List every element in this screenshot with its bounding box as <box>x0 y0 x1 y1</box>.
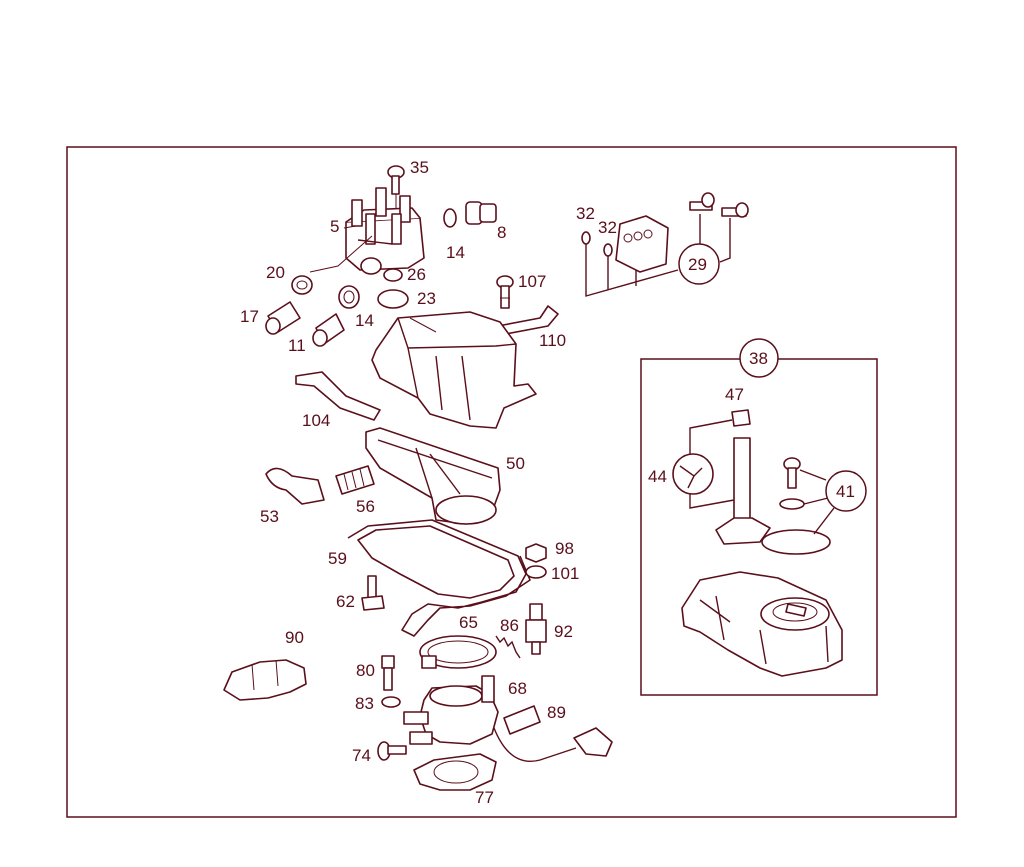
part-17-nozzle <box>265 301 301 335</box>
part-98-nut <box>525 543 547 563</box>
callout-80: 80 <box>356 661 375 680</box>
part-44-shaft <box>715 437 771 545</box>
part-11-nozzle <box>312 313 345 347</box>
callout-50: 50 <box>506 454 525 473</box>
part-90-clip <box>223 659 307 701</box>
part-107-bolt <box>496 275 514 309</box>
part-80-bolt <box>381 655 395 691</box>
part-8-fitting <box>465 201 497 225</box>
callout-56: 56 <box>356 497 375 516</box>
callout-circle-29 <box>678 243 720 285</box>
callout-107: 107 <box>518 272 546 291</box>
part-20-seal <box>291 275 313 295</box>
callout-32-left: 32 <box>576 204 595 223</box>
callout-29: 29 <box>688 255 707 274</box>
part-92-sensor <box>525 603 547 655</box>
part-14-washer-top <box>443 208 457 228</box>
callout-26: 26 <box>407 265 426 284</box>
part-5-distributor-cap <box>345 187 425 275</box>
part-50-tray <box>365 427 501 525</box>
part-77-gasket <box>413 753 497 791</box>
callout-14-lower: 14 <box>355 311 374 330</box>
callout-44: 44 <box>648 467 667 486</box>
callout-14-top: 14 <box>446 243 465 262</box>
callout-20: 20 <box>266 263 285 282</box>
callout-8: 8 <box>497 223 506 242</box>
part-101-washer <box>525 565 547 579</box>
part-83-washer <box>381 696 401 708</box>
callout-74: 74 <box>352 746 371 765</box>
callout-11: 11 <box>288 336 306 355</box>
callout-98: 98 <box>555 539 574 558</box>
part-47-cap <box>731 409 751 427</box>
callout-104: 104 <box>302 411 330 430</box>
part-74-screw <box>377 741 407 761</box>
callout-90: 90 <box>285 628 304 647</box>
callout-83: 83 <box>355 694 374 713</box>
callout-32-right: 32 <box>598 218 617 237</box>
part-56-bellows <box>335 465 375 495</box>
part-86-spring <box>495 635 521 659</box>
callout-89: 89 <box>547 703 566 722</box>
callout-101: 101 <box>551 564 579 583</box>
part-inset-housing <box>681 571 843 677</box>
callout-62: 62 <box>336 592 355 611</box>
part-cable-sensor <box>493 727 613 762</box>
part-29-block <box>615 215 669 273</box>
part-35-screw <box>387 165 405 195</box>
callout-5: 5 <box>330 217 339 236</box>
part-41-screw <box>783 457 801 489</box>
part-104-bracket <box>295 371 381 421</box>
callout-59: 59 <box>328 549 347 568</box>
part-110-bracket <box>497 305 559 335</box>
callout-circle-38 <box>739 338 779 378</box>
part-62-bolt <box>361 575 385 611</box>
callout-38: 38 <box>749 349 768 368</box>
callout-92: 92 <box>554 622 573 641</box>
callout-circle-41 <box>825 470 867 512</box>
callout-23: 23 <box>417 289 436 308</box>
part-14-ring-lower <box>338 285 360 309</box>
callout-65: 65 <box>459 613 478 632</box>
callout-47: 47 <box>725 385 744 404</box>
part-29-bolts <box>689 192 749 218</box>
callout-77: 77 <box>475 788 494 807</box>
part-53-hose <box>265 467 325 505</box>
part-65-clamp <box>419 635 497 669</box>
callout-68: 68 <box>508 679 527 698</box>
callout-41: 41 <box>836 482 855 501</box>
part-68-throttle-body <box>403 675 499 745</box>
part-23-ring <box>377 289 409 309</box>
diagram-border <box>66 146 957 818</box>
callout-110: 110 <box>539 331 566 350</box>
part-89-cylinder <box>503 705 541 735</box>
part-59-plate <box>347 519 531 637</box>
part-26-ring <box>383 268 403 282</box>
callout-35: 35 <box>410 158 429 177</box>
callout-86: 86 <box>500 616 519 635</box>
part-housing <box>371 311 537 429</box>
callout-53: 53 <box>260 507 279 526</box>
part-41-washers <box>761 498 831 555</box>
callout-17: 17 <box>240 307 259 326</box>
part-44-wrench-icon <box>672 453 714 495</box>
